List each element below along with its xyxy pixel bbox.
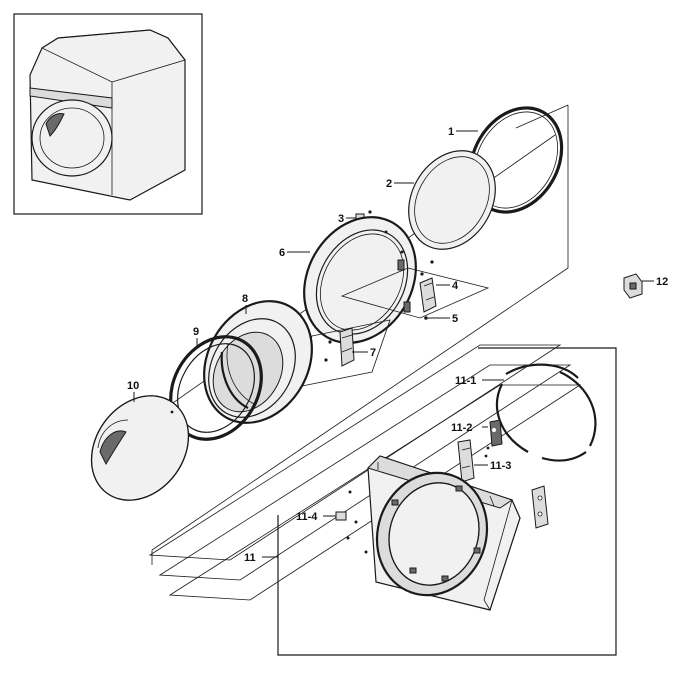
callout-10: 10 <box>127 380 139 392</box>
callout-3: 3 <box>338 213 344 225</box>
callout-11-4: 11-4 <box>296 511 318 523</box>
callout-9: 9 <box>193 326 199 338</box>
callout-2: 2 <box>386 178 392 190</box>
callout-11-2: 11-2 <box>451 422 472 434</box>
part-12-module <box>623 273 643 299</box>
part-11-1-ring-segments <box>495 363 597 462</box>
leader-lines <box>133 130 654 558</box>
overview-inset <box>13 13 203 215</box>
callout-7: 7 <box>370 347 376 359</box>
part-7-hinge <box>291 319 391 389</box>
callout-11-3: 11-3 <box>490 460 511 472</box>
callout-12: 12 <box>656 276 668 288</box>
callout-11: 11 <box>244 552 256 564</box>
part-11-2-switch <box>484 419 503 458</box>
callout-1: 1 <box>448 126 454 138</box>
part-2-door-glass <box>408 150 496 250</box>
part-11-3-latch <box>457 439 475 483</box>
callout-11-1: 11-1 <box>455 375 476 387</box>
part-5-screw <box>424 316 428 320</box>
callout-6: 6 <box>279 247 285 259</box>
part-11-front-panel <box>346 455 549 611</box>
part-11-group-frame <box>277 347 617 656</box>
callout-8: 8 <box>242 293 248 305</box>
part-11-4-clip <box>335 511 347 521</box>
part-10-door-cover <box>90 395 190 501</box>
callout-4: 4 <box>452 280 459 292</box>
part-4-hinge-bracket <box>340 260 490 319</box>
callout-labels: 1 2 3 6 4 5 7 8 9 10 11-1 11-2 11-3 11-4… <box>127 126 668 564</box>
callout-5: 5 <box>452 313 458 325</box>
part-6-door-frame <box>303 216 417 344</box>
